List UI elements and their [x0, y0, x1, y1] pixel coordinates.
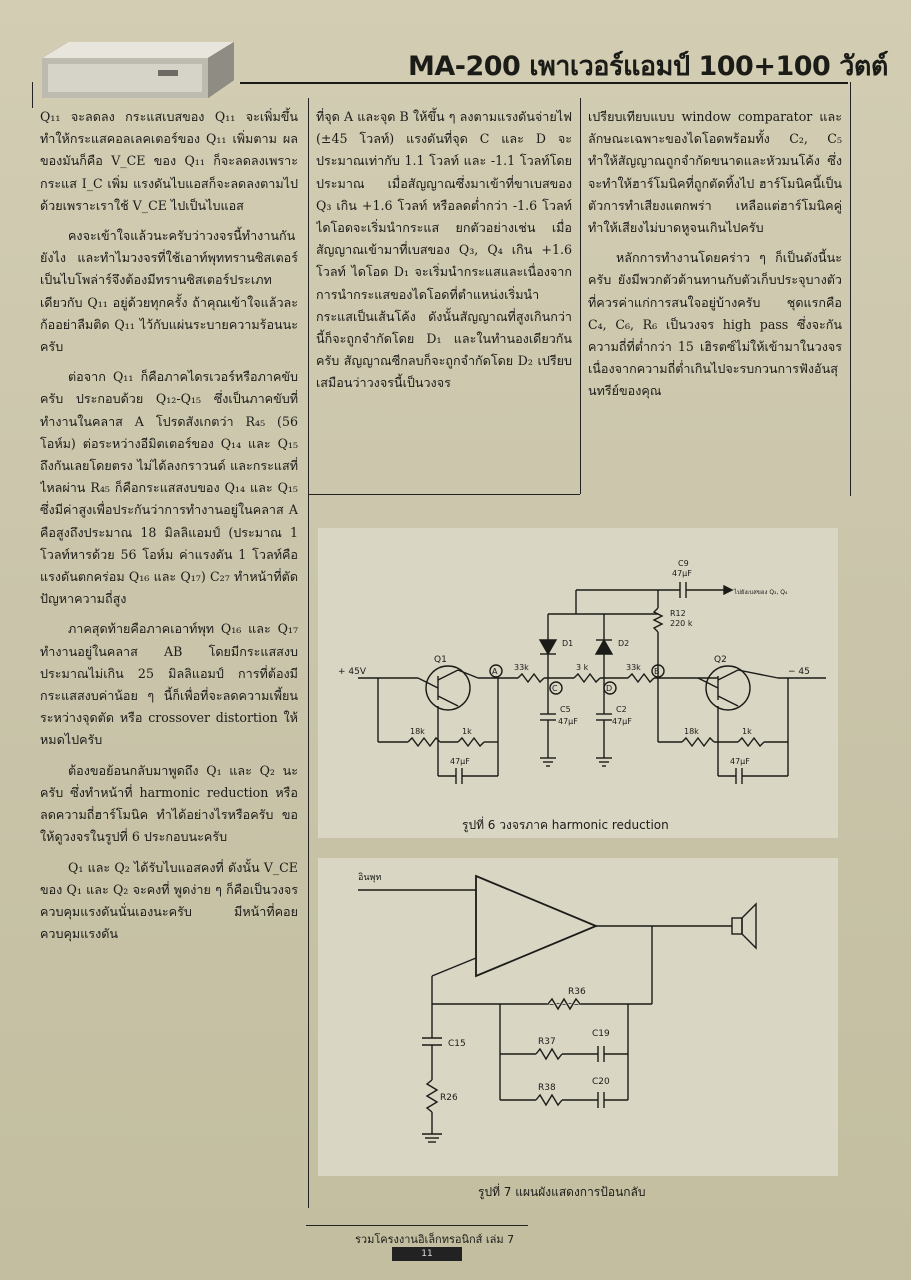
- r33k-a-resistor: [517, 672, 545, 684]
- r12-value: 220 k: [670, 619, 693, 628]
- feedback-schematic: อินพุท R36 R37 C19: [358, 872, 757, 1143]
- r3k-resistor: [573, 672, 601, 684]
- r37-label: R37: [538, 1037, 556, 1047]
- input-label: อินพุท: [358, 872, 381, 883]
- r36-label: R36: [568, 987, 586, 997]
- c2-value: 47µF: [612, 717, 632, 726]
- paragraph: ที่จุด A และจุด B ให้ขึ้น ๆ ลงตามแรงดันจ…: [316, 109, 572, 391]
- c47b-label: 47µF: [730, 757, 750, 766]
- q2-label: Q2: [714, 655, 727, 665]
- footer-rule: [306, 1225, 528, 1226]
- text-column-2: ที่จุด A และจุด B ให้ขึ้น ๆ ลงตามแรงดันจ…: [316, 106, 572, 494]
- node-c-label: C: [552, 684, 558, 693]
- page-number: 11: [392, 1247, 462, 1261]
- q1-transistor-symbol: [425, 665, 471, 711]
- r37-resistor: [535, 1047, 563, 1061]
- c9-label: C9: [678, 559, 689, 568]
- paragraph: Q₁ และ Q₂ ได้รับไบแอสคงที่ ดังนั้น V_CE …: [40, 859, 298, 942]
- d1-diode: [538, 639, 558, 656]
- c20-label: C20: [592, 1077, 610, 1087]
- q1-label: Q1: [434, 655, 447, 665]
- r38-resistor: [535, 1093, 563, 1107]
- harmonic-reduction-schematic: + 45V − 45 Q1 18k 1k: [338, 559, 826, 784]
- r18k-a-resistor: [407, 736, 441, 748]
- c9-value: 47µF: [672, 569, 692, 578]
- paragraph: คงจะเข้าใจแล้วนะครับว่าวงจรนี้ทำงานกันยั…: [40, 228, 298, 355]
- column-divider-2: [580, 98, 581, 494]
- figure-7-panel: อินพุท R36 R37 C19: [318, 858, 838, 1176]
- paragraph: Q₁₁ จะลดลง กระแสเบสของ Q₁₁ จะเพิ่มขึ้นทำ…: [40, 109, 298, 213]
- amplifier-triangle: [475, 874, 599, 978]
- r36-resistor: [547, 997, 581, 1011]
- c47a-label: 47µF: [450, 757, 470, 766]
- page-title: MA-200 เพาเวอร์แอมป์ 100+100 วัตต์: [408, 51, 888, 82]
- r26-resistor: [425, 1079, 439, 1113]
- r33k-b-resistor: [627, 672, 655, 684]
- d1-label: D1: [562, 639, 573, 648]
- frame-right-rule: [850, 82, 851, 496]
- r18k-a-label: 18k: [410, 727, 425, 736]
- paragraph: เปรียบเทียบแบบ window comparator และลักษ…: [588, 109, 842, 236]
- r26-label: R26: [440, 1093, 458, 1103]
- figure-6-panel: + 45V − 45 Q1 18k 1k: [318, 528, 838, 838]
- node-b-label: B: [654, 667, 660, 676]
- paragraph: ภาคสุดท้ายคือภาคเอาท์พุท Q₁₆ และ Q₁₇ ทำง…: [40, 621, 298, 748]
- paragraph: ต้องขอย้อนกลับมาพูดถึง Q₁ และ Q₂ นะครับ …: [40, 762, 298, 845]
- out-label: ไปยังเบสของ Q₃, Q₄: [733, 588, 788, 596]
- amplifier-photo: [42, 42, 234, 98]
- r12-label: R12: [670, 609, 686, 618]
- c19-label: C19: [592, 1029, 610, 1039]
- r33k-b-label: 33k: [626, 663, 641, 672]
- r33k-a-label: 33k: [514, 663, 529, 672]
- q2-transistor-symbol: [705, 665, 751, 711]
- d2-diode: [594, 638, 614, 655]
- r18k-b-resistor: [681, 736, 715, 748]
- column-divider-1: [308, 98, 309, 1208]
- r1k-b-label: 1k: [742, 727, 752, 736]
- r12-resistor: [652, 607, 664, 633]
- frame-left-rule: [32, 82, 33, 108]
- footer-title: รวมโครงงานอิเล็กทรอนิกส์ เล่ม 7: [355, 1233, 515, 1246]
- speaker-icon: [731, 917, 743, 935]
- d2-label: D2: [618, 639, 629, 648]
- r1k-a-label: 1k: [462, 727, 472, 736]
- vminus-label: − 45: [788, 667, 810, 677]
- r3k-label: 3 k: [576, 663, 589, 672]
- header-rule: [240, 82, 848, 84]
- paragraph: หลักการทำงานโดยคร่าว ๆ ก็เป็นดังนี้นะครั…: [588, 250, 842, 399]
- text-column-1: Q₁₁ จะลดลง กระแสเบสของ Q₁₁ จะเพิ่มขึ้นทำ…: [40, 106, 298, 1210]
- r1k-a-resistor: [457, 736, 485, 748]
- text-column-3: เปรียบเทียบแบบ window comparator และลักษ…: [588, 106, 842, 494]
- figure-6-caption: รูปที่ 6 วงจรภาค harmonic reduction: [462, 818, 669, 832]
- node-d-label: D: [606, 684, 612, 693]
- figure-7-caption: รูปที่ 7 แผนผังแสดงการป้อนกลับ: [478, 1185, 646, 1199]
- r18k-b-label: 18k: [684, 727, 699, 736]
- c2-label: C2: [616, 705, 627, 714]
- c15-label: C15: [448, 1039, 466, 1049]
- node-a-label: A: [492, 667, 498, 676]
- paragraph: ต่อจาก Q₁₁ ก็คือภาคไดรเวอร์หรือภาคขับครั…: [40, 369, 298, 607]
- column2-bottom-rule: [308, 494, 580, 495]
- r38-label: R38: [538, 1083, 556, 1093]
- r1k-b-resistor: [737, 736, 765, 748]
- c5-value: 47µF: [558, 717, 578, 726]
- vplus-label: + 45V: [338, 667, 367, 677]
- c5-label: C5: [560, 705, 571, 714]
